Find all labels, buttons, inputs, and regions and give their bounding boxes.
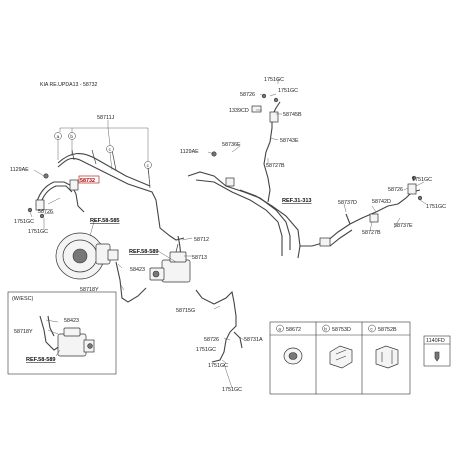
highlight-part-label: 58732 [80,178,95,184]
label-58713: 58713 [192,255,207,261]
ref-58-585[interactable]: REF.58-585 [90,218,120,224]
callout-a: a [57,134,60,139]
label-1751GC-b: 1751GC [28,229,48,235]
rear-brake-lines [187,101,421,259]
esc-label: (W/ESC) [12,296,33,302]
ref-58-589-b[interactable]: REF.58-589 [26,357,56,363]
callout-c: c [109,147,112,152]
legend-letter-c: c [370,326,373,331]
legend-part-c: 58752B [378,327,397,333]
label-58736E: 58736E [222,142,241,148]
label-58718Y-a: 58718Y [80,287,99,293]
label-58726-c: 58726 [240,92,255,98]
extra-part-label: 1140FD [426,338,445,344]
ref-58-589-a[interactable]: REF.58-589 [129,249,159,255]
clamp-icon [375,345,399,369]
esc-inset: (W/ESC) [7,291,117,375]
legend-letter-a: a [278,326,281,331]
fittings-left [27,173,79,219]
callout-c-2: c [147,163,150,168]
callout-b: b [70,134,73,139]
label-58726-b: 58726 [204,337,219,343]
label-1751GC-e: 1751GC [222,387,242,393]
label-58715G: 58715G [176,308,195,314]
label-1751GC-g-top: 1751GC [278,88,298,94]
label-58737D: 58737D [338,200,357,206]
legend-part-b: 58753D [332,327,351,333]
legend-part-a: 58672 [286,327,301,333]
label-1751GC-h: 1751GC [412,177,432,183]
diagram-title: KIA RE.UPDA13 - 58732 [40,82,97,88]
label-1751GC-d: 1751GC [208,363,228,369]
bolt-icon [434,351,440,362]
label-1751GC-a: 1751GC [14,219,34,225]
diagram-callouts: a b c c [54,132,152,187]
clip-icon [329,345,353,369]
label-58727B-b: 58727B [362,230,381,236]
label-58718Y-b: 58718Y [14,329,33,335]
label-1339CD: 1339CD [229,108,249,114]
label-58731A: 58731A [244,337,263,343]
label-58727B-a: 58727B [266,163,285,169]
leader-lines [29,78,427,389]
label-58712: 58712 [194,237,209,243]
part-labels: 58711J 1129AE 58732 58726 1751GC 1751GC … [10,77,446,393]
label-1751GC-i: 1751GC [426,204,446,210]
label-58742D: 58742D [372,199,391,205]
hydraulic-unit [149,243,191,283]
label-58745B: 58745B [283,112,302,118]
brake-booster [55,232,119,280]
ref-31-313[interactable]: REF.31-313 [282,198,312,204]
fittings-rear [211,93,423,247]
label-58726-a: 58726 [38,209,53,215]
label-1751GC-c: 1751GC [196,347,216,353]
label-58711J: 58711J [97,115,115,121]
label-1129AE-a: 1129AE [10,167,29,173]
label-58737E: 58737E [394,223,413,229]
legend-table: a b c 58672 58753D 58752B 1140FD [269,321,451,395]
legend-letter-b: b [324,326,327,331]
label-1129AE-b: 1129AE [180,149,199,155]
label-1751GC-f: 1751GC [264,77,284,83]
label-58423-a: 58423 [130,267,145,273]
label-58423-b: 58423 [64,318,79,324]
label-58726-d: 58726 [388,187,403,193]
label-58743E: 58743E [280,138,299,144]
